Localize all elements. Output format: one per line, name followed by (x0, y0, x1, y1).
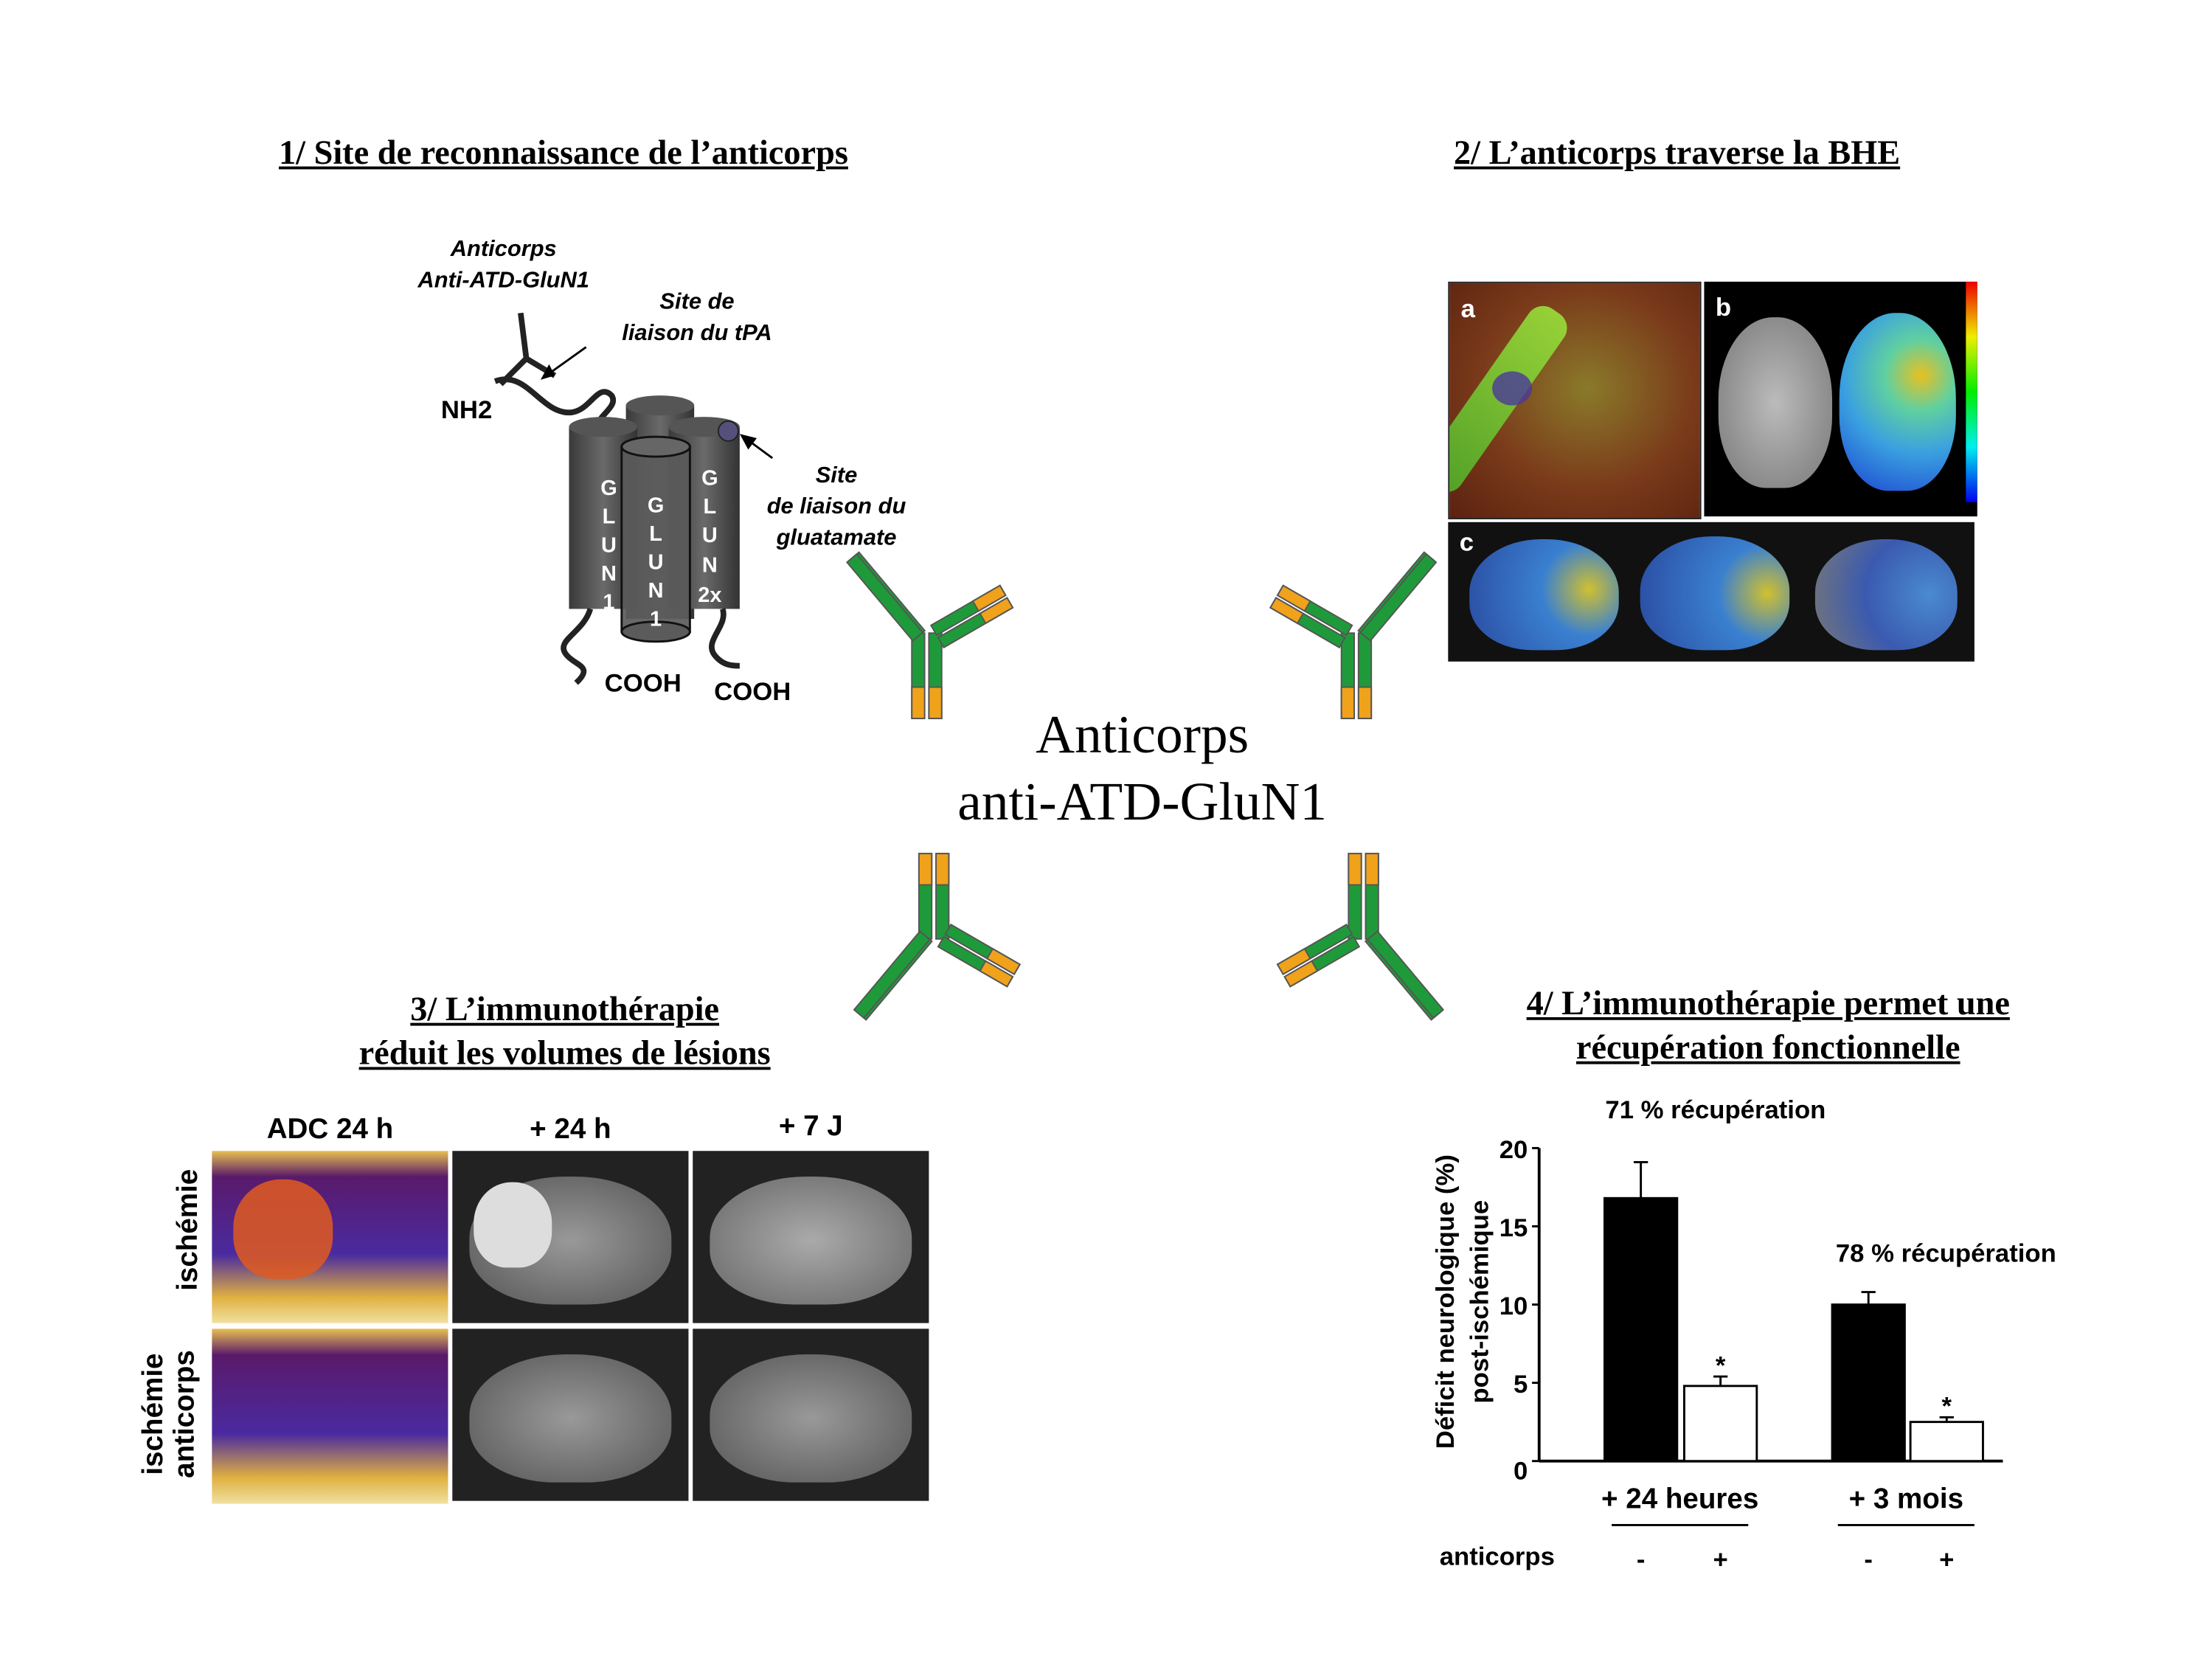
svg-text:N: N (702, 553, 718, 577)
anticorps-value: - (1864, 1545, 1873, 1573)
y-axis-label-line2: post-ischémique (1466, 1200, 1494, 1404)
mri-row2-line1: ischémie (138, 1353, 170, 1475)
svg-text:1: 1 (603, 590, 614, 614)
anticorps-value: + (1713, 1545, 1728, 1573)
antibody-icon (1269, 551, 1438, 719)
mri-column-adc: ADC 24 h (266, 1114, 394, 1146)
glutamate-site-dot (717, 420, 739, 442)
svg-text:G: G (648, 493, 664, 517)
mri-row2-line2: anticorps (169, 1350, 201, 1478)
section-2-title: 2/ L’anticorps traverse la BHE (1454, 135, 1901, 173)
y-axis-label-line1: Déficit neurologique (%) (1432, 1154, 1460, 1449)
anticorps-value: - (1637, 1545, 1646, 1573)
cooh-label-1: COOH (604, 668, 682, 698)
mri-adc-anticorps (212, 1329, 448, 1504)
mri-24h-anticorps (452, 1329, 689, 1501)
svg-text:N: N (648, 579, 664, 603)
mri-24h-ischemie (452, 1151, 689, 1323)
section-1-title: 1/ Site de reconnaissance de l’anticorps (279, 135, 848, 173)
svg-text:N: N (601, 562, 617, 586)
antibody-icon (1276, 853, 1444, 1021)
svg-text:L: L (649, 522, 662, 546)
svg-text:1: 1 (650, 608, 662, 631)
significance-star: * (1716, 1351, 1726, 1379)
y-tick-label: 10 (1499, 1292, 1528, 1320)
glutamate-site-label-line1: Site (815, 463, 858, 488)
center-title-line1: Anticorps (1036, 705, 1249, 766)
bhe-panel-a-image: a (1448, 281, 1702, 519)
tpa-site-label: Site de liaison du tPA (605, 288, 790, 350)
svg-text:L: L (603, 505, 616, 529)
mri-column-7j: + 7 J (778, 1111, 843, 1143)
bhe-panel-c-image: c (1448, 522, 1974, 662)
tpa-site-label-line1: Site de (659, 290, 735, 315)
mri-7j-anticorps (693, 1329, 929, 1501)
section-3-title: 3/ L’immunothérapie réduit les volumes d… (280, 988, 849, 1077)
bar (1683, 1385, 1758, 1463)
tpa-site-label-line2: liaison du tPA (622, 321, 772, 346)
factor-label: anticorps (1440, 1542, 1555, 1570)
glutamate-site-label: Site de liaison du gluatamate (751, 461, 921, 555)
bar (1603, 1196, 1679, 1463)
svg-text:L: L (704, 495, 717, 519)
bar (1909, 1421, 1984, 1463)
nh2-label: NH2 (440, 395, 493, 424)
antibody-label-line2: Anti-ATD-GluN1 (417, 269, 589, 294)
section-4-title: 4/ L’immunothérapie permet une récupérat… (1469, 983, 2067, 1072)
y-tick-label: 20 (1499, 1136, 1528, 1164)
antibody-label: Anticorps Anti-ATD-GluN1 (404, 235, 603, 297)
glutamate-site-label-line2: de liaison du (766, 495, 906, 519)
section-4-title-line2: récupération fonctionnelle (1575, 1030, 1960, 1067)
svg-text:G: G (701, 467, 718, 491)
center-title-line2: anti-ATD-GluN1 (957, 772, 1328, 833)
tpa-arrow (545, 346, 587, 377)
svg-text:U: U (648, 550, 664, 574)
significance-star: * (1942, 1392, 1952, 1420)
y-tick-label: 5 (1514, 1371, 1528, 1399)
svg-text:U: U (702, 524, 718, 547)
mri-7j-ischemie (693, 1151, 929, 1323)
bhe-panel-b-image: b (1704, 281, 1977, 517)
mri-row-ischemie: ischémie (173, 1168, 204, 1291)
cooh-chains (561, 608, 740, 685)
svg-text:G: G (600, 477, 617, 500)
annotation-71: 71 % récupération (1605, 1096, 1826, 1124)
group-label: + 3 mois (1849, 1483, 1963, 1514)
panel-label-c: c (1459, 527, 1474, 557)
bar (1831, 1303, 1906, 1463)
neuro-deficit-chart: 0 5 10 15 20 - * + - * + + 24 heures + 3 mois anticor… (1432, 1096, 2056, 1573)
cooh-label-2: COOH (714, 677, 791, 706)
svg-text:U: U (601, 533, 617, 557)
section-3-title-line2: réduit les volumes de lésions (358, 1036, 771, 1073)
mri-column-24h: + 24 h (530, 1114, 611, 1146)
group-label: + 24 heures (1601, 1483, 1758, 1514)
section-4-title-line1: 4/ L’immunothérapie permet une (1526, 986, 2010, 1023)
glutamate-site-label-line3: gluatamate (776, 526, 897, 551)
mri-row-ischemie-anticorps: ischémie anticorps (138, 1315, 201, 1514)
mri-adc-ischemie (212, 1151, 448, 1323)
panel-label-b: b (1715, 293, 1732, 322)
svg-text:2x: 2x (698, 583, 721, 607)
center-title: Anticorps anti-ATD-GluN1 (858, 703, 1426, 837)
annotation-78: 78 % récupération (1836, 1240, 2056, 1268)
antibody-label-line1: Anticorps (450, 238, 557, 262)
y-tick-label: 15 (1499, 1214, 1528, 1242)
panel-label-a: a (1460, 294, 1475, 323)
antibody-icon (853, 853, 1021, 1021)
y-tick-label: 0 (1514, 1458, 1528, 1486)
anticorps-value: + (1939, 1545, 1954, 1573)
nh2-chain (493, 376, 617, 428)
section-3-title-line1: 3/ L’immunothérapie (410, 991, 720, 1029)
